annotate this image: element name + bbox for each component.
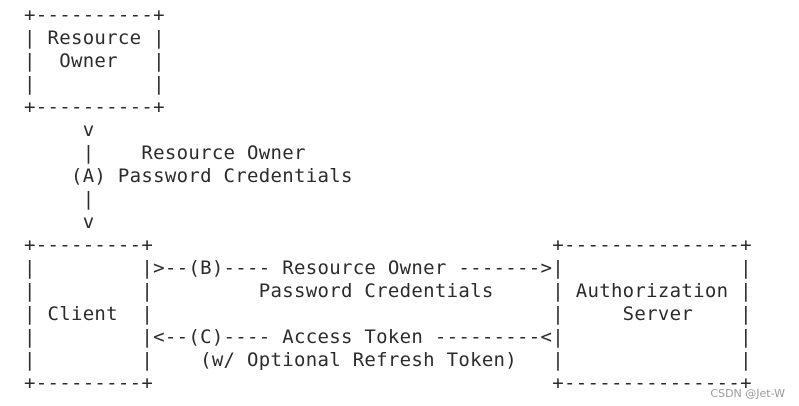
diagram-line: | Resource | xyxy=(24,27,165,49)
diagram-line: | Owner | xyxy=(24,50,165,72)
diagram-line: v xyxy=(24,119,95,141)
diagram-line: +----------+ xyxy=(24,4,165,26)
diagram-line: +----------+ xyxy=(24,96,165,118)
diagram-line: | xyxy=(24,188,95,210)
diagram-line: | Client | | Server | xyxy=(24,303,752,325)
diagram-line: +---------+ +---------------+ xyxy=(24,372,752,394)
oauth-password-grant-flow-diagram: +----------+| Resource || Owner || |+---… xyxy=(24,4,752,395)
diagram-line: (A) Password Credentials xyxy=(24,165,353,187)
diagram-line: | |>--(B)---- Resource Owner ------->| | xyxy=(24,257,752,279)
diagram-line: | Resource Owner xyxy=(24,142,306,164)
diagram-line: | | xyxy=(24,73,165,95)
diagram-line: | | (w/ Optional Refresh Token) | | xyxy=(24,349,752,371)
diagram-line: | |<--(C)---- Access Token ---------<| | xyxy=(24,326,752,348)
diagram-line: | | Password Credentials | Authorization… xyxy=(24,280,752,302)
csdn-watermark: CSDN @Jet-W xyxy=(710,387,785,400)
diagram-line: +---------+ +---------------+ xyxy=(24,234,752,256)
diagram-line: v xyxy=(24,211,95,233)
